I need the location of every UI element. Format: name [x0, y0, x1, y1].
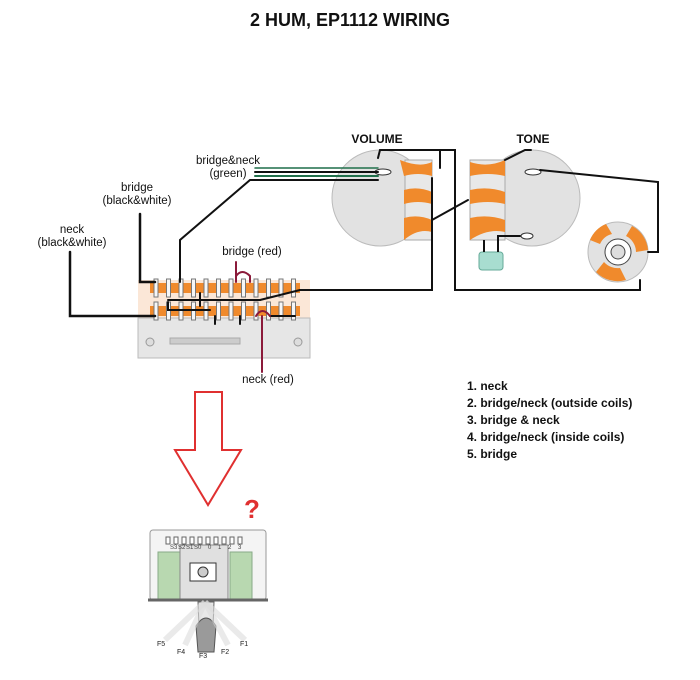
- label-tone: TONE: [516, 132, 550, 146]
- switch-lug: [278, 301, 284, 321]
- switch-lug: [153, 301, 159, 321]
- switch-position-label: F4: [177, 649, 186, 656]
- switch-top-label: S0: [194, 545, 202, 551]
- page-title: 2 HUM, EP1112 WIRING: [249, 10, 451, 30]
- blade-switch-lug: [197, 536, 203, 545]
- blade-switch-lug: [165, 536, 171, 545]
- switch-position-label: F5: [157, 641, 166, 648]
- volume-pot: [331, 149, 433, 247]
- tone-capacitor: [478, 240, 504, 271]
- blade-switch-lug: [205, 536, 211, 545]
- switch-lug: [241, 301, 246, 321]
- position-legend: 1. neck 2. bridge/neck (outside coils) 3…: [467, 378, 632, 463]
- wires: [68, 149, 659, 373]
- switch-top-label: S1: [186, 545, 194, 551]
- switch-top-label: S3: [170, 545, 178, 551]
- switch-top-label: 1: [218, 545, 222, 551]
- switch-lug: [253, 278, 259, 298]
- legend-item: 3. bridge & neck: [467, 413, 560, 427]
- switch-top-label: 2: [228, 545, 232, 551]
- switch-lug: [153, 278, 159, 298]
- tone-pot: [469, 149, 581, 247]
- switch-lug: [228, 301, 234, 321]
- legend-item: 1. neck: [467, 379, 508, 393]
- output-jack: [587, 221, 649, 283]
- switch-lug: [228, 278, 234, 298]
- label-neck-red: neck (red): [242, 374, 294, 386]
- switch-lug: [266, 301, 271, 321]
- legend-item: 5. bridge: [467, 447, 518, 461]
- legend-item: 2. bridge/neck (outside coils): [467, 396, 633, 410]
- switch-position-label: F1: [240, 641, 249, 648]
- switch-lug: [191, 278, 196, 298]
- switch-lug: [291, 301, 296, 321]
- switch-position-label: F3: [199, 653, 208, 660]
- label-bridge-neck-green: bridge&neck (green): [196, 155, 260, 180]
- switch-top-label: S2: [178, 545, 186, 551]
- label-volume: VOLUME: [351, 132, 403, 146]
- switch-lug: [278, 278, 284, 298]
- blade-switch: [148, 529, 268, 653]
- label-bridge-black-white: bridge (black&white): [102, 182, 172, 207]
- blade-switch-lug: [189, 536, 195, 545]
- switch-lug: [291, 278, 296, 298]
- blade-switch-lug: [229, 536, 235, 545]
- ep1112-switch: [137, 280, 311, 359]
- legend-item: 4. bridge/neck (inside coils): [467, 430, 625, 444]
- switch-lug: [216, 301, 221, 321]
- blade-switch-lug: [181, 536, 187, 545]
- switch-lug: [203, 278, 209, 298]
- switch-lug: [166, 278, 171, 298]
- switch-lug: [266, 278, 271, 298]
- switch-top-label: 0: [208, 545, 212, 551]
- switch-lug: [253, 301, 259, 321]
- switch-lug: [216, 278, 221, 298]
- label-neck-black-white: neck (black&white): [37, 224, 107, 249]
- switch-lug: [241, 278, 246, 298]
- blade-switch-lug: [221, 536, 227, 545]
- switch-position-label: F2: [221, 649, 230, 656]
- down-arrow: [173, 391, 243, 507]
- switch-top-label: 3: [238, 545, 242, 551]
- label-bridge-red: bridge (red): [222, 246, 282, 258]
- blade-switch-lug: [213, 536, 219, 545]
- switch-lugs: [153, 278, 296, 321]
- blade-switch-lug: [237, 536, 243, 545]
- blade-switch-lug: [173, 536, 179, 545]
- question-mark: ?: [244, 494, 260, 524]
